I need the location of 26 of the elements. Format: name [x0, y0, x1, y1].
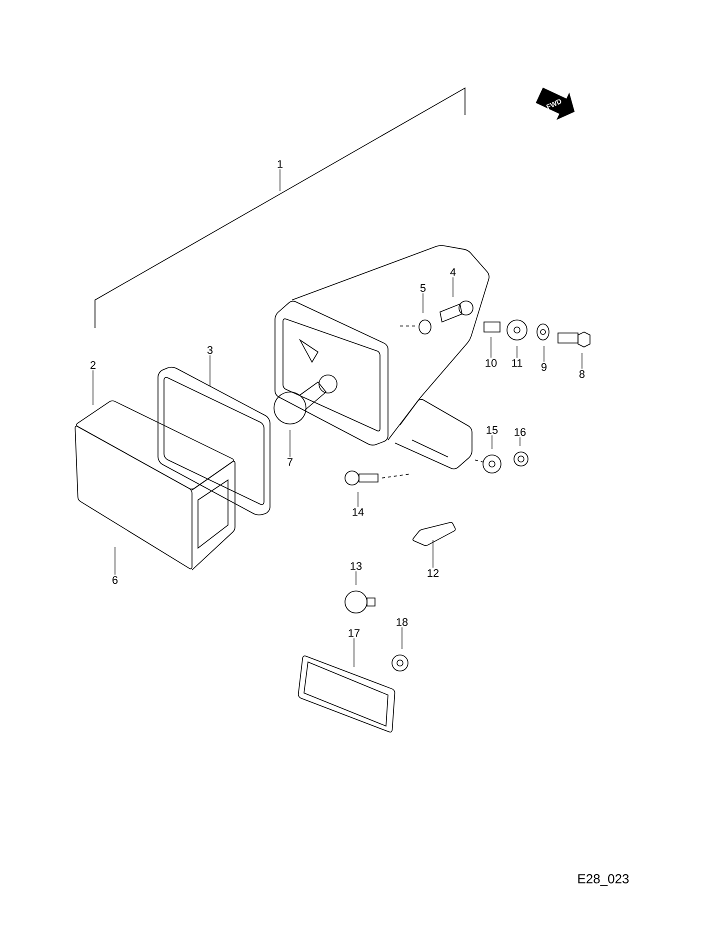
callout-number: 15 — [486, 426, 498, 434]
leader-line — [422, 292, 424, 314]
callout-number: 1 — [278, 160, 283, 168]
leader-line — [490, 336, 492, 358]
callout-number: 16 — [514, 428, 526, 436]
callout-number: 18 — [396, 618, 408, 626]
leader-line — [516, 346, 518, 358]
figure-code: E28_023 — [578, 874, 629, 886]
callout-number: 17 — [348, 629, 360, 637]
callout-number: 12 — [428, 569, 439, 577]
callout-number: 11 — [512, 359, 522, 367]
leader-line — [452, 276, 454, 298]
callout-number: 5 — [420, 284, 426, 292]
callout-number: 7 — [288, 458, 292, 466]
callout-number: 8 — [579, 370, 585, 378]
callout-number: 3 — [207, 346, 213, 354]
leader-line — [92, 370, 94, 406]
leader-line — [432, 540, 434, 568]
callout-number: 2 — [90, 361, 96, 369]
callout-number: 4 — [450, 268, 456, 276]
callout-number: 10 — [486, 359, 497, 367]
callout-number: 14 — [352, 508, 364, 516]
leader-line — [114, 546, 116, 575]
callout-number: 6 — [112, 576, 118, 584]
callout-number: 13 — [350, 562, 362, 570]
callout-number: 9 — [541, 363, 547, 371]
